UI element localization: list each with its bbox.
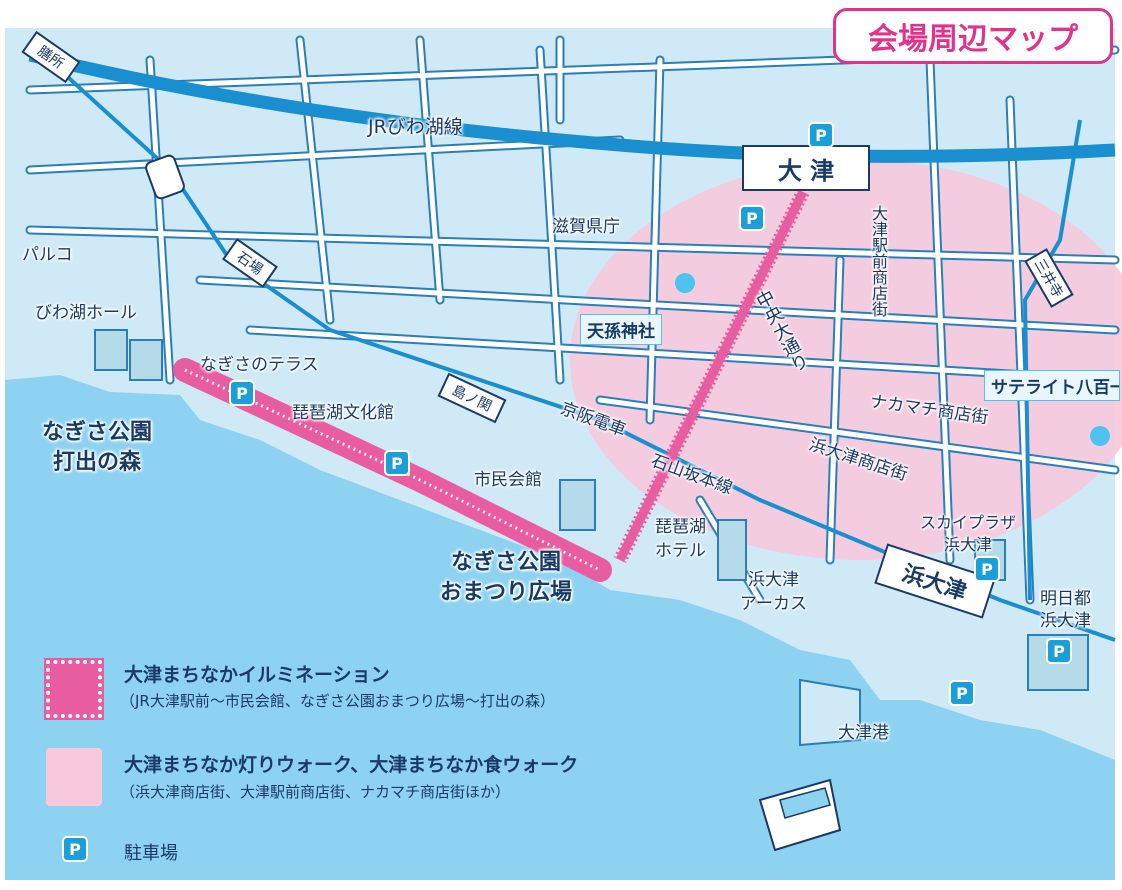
station-otsu: 大 津 <box>742 145 870 191</box>
label-biwako-hotel: 琵琶湖 ホテル <box>655 517 706 561</box>
tenson-shrine-marker <box>675 273 695 293</box>
label-hama-otsu-arcus: 浜大津 アーカス <box>740 570 807 614</box>
label-nagisa-park-uchide: なぎさ公園 打出の森 <box>42 420 153 475</box>
satellite-yaoichi-marker <box>1090 426 1110 446</box>
label-nagisa-park-omatsuri: なぎさ公園 おまつり広場 <box>440 550 573 605</box>
label-nagisa-terrace: なぎさのテラス <box>200 355 319 375</box>
legend-walk-sub: （浜大津商店街、大津駅前商店街、ナカマチ商店街ほか） <box>120 783 511 801</box>
jr-line <box>28 48 1116 163</box>
label-shimin-kaikan: 市民会館 <box>474 470 542 490</box>
label-shiga-pref-office: 滋賀県庁 <box>552 217 620 237</box>
lake-biwa <box>5 375 1115 880</box>
label-biwako-hall: びわ湖ホール <box>35 303 137 323</box>
label-otsu-port: 大津港 <box>838 723 889 743</box>
parking-icon: P <box>1046 638 1072 664</box>
label-parco: パルコ <box>22 245 73 265</box>
legend-illumination-title: 大津まちなかイルミネーション <box>124 664 390 686</box>
biwako-hotel-building <box>717 519 747 581</box>
legend-illumination-swatch <box>46 660 102 718</box>
label-otsu-ekimae-shotengai: 大津駅前商店街 <box>869 205 888 317</box>
parking-icon: P <box>974 556 1000 582</box>
legend-parking-label: 駐車場 <box>124 843 178 864</box>
parking-icon: P <box>384 450 410 476</box>
parking-icon: P <box>739 205 765 231</box>
boat-icon <box>758 778 842 852</box>
parking-icon: P <box>808 122 834 148</box>
label-asuto: 明日都 浜大津 <box>1040 589 1091 631</box>
legend-walk-swatch <box>46 748 102 806</box>
label-satellite-yaoichi: サテライト八百一 <box>984 370 1120 401</box>
label-tenson-shrine: 天孫神社 <box>580 314 662 345</box>
map-title: 会場周辺マップ <box>833 8 1113 64</box>
train-icon <box>145 154 185 200</box>
shimin-kaikan-building <box>559 479 596 531</box>
jr-line-label: JRびわ湖線 <box>368 116 463 138</box>
legend-walk-title: 大津まちなか灯りウォーク、大津まちなか食ウォーク <box>124 754 579 776</box>
biwako-hall-building <box>94 329 163 381</box>
pier <box>799 678 861 747</box>
label-biwako-bunkakan: 琵琶湖文化館 <box>292 403 394 423</box>
legend-parking-icon: P <box>62 836 88 862</box>
parking-icon: P <box>229 380 255 406</box>
label-sky-plaza: スカイプラザ 浜大津 <box>920 513 1017 554</box>
parking-icon: P <box>949 680 975 706</box>
legend-illumination-sub: （JR大津駅前〜市民会館、なぎさ公園おまつり広場〜打出の森） <box>120 692 555 710</box>
